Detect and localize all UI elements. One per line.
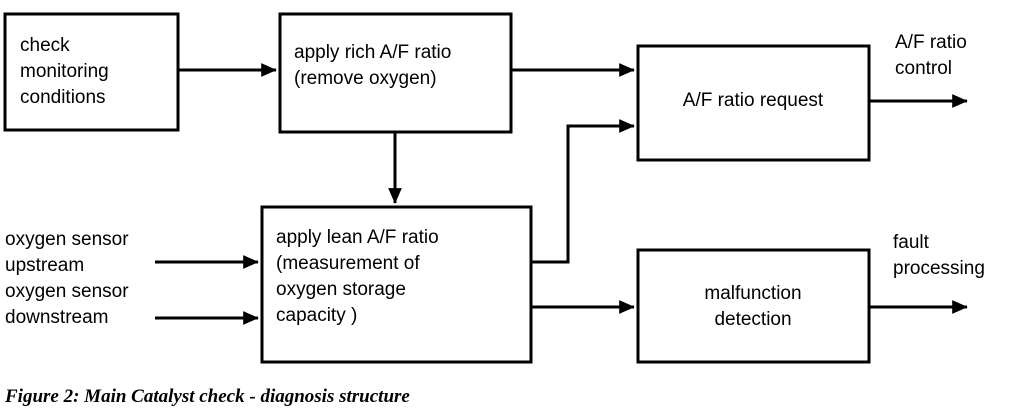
label-oxygen-sensor-downstream-line-1: oxygen sensor [5, 281, 129, 302]
box-apply-lean-line-1: apply lean A/F ratio [276, 227, 439, 248]
box-apply-lean-line-4: capacity ) [276, 305, 357, 326]
box-malfunction-detection-line-1: malfunction [704, 283, 801, 304]
box-check-monitoring-conditions[interactable]: check monitoring conditions [3, 12, 180, 132]
label-oxygen-sensor-upstream-line-2: upstream [5, 255, 84, 276]
label-fault-processing-line-1: fault [893, 232, 930, 253]
box-apply-lean-af-ratio[interactable]: apply lean A/F ratio (measurement of oxy… [260, 205, 533, 364]
connector-apply-lean-to-af-ratio-request [531, 119, 635, 264]
box-malfunction-detection[interactable]: malfunction detection [636, 248, 871, 364]
label-oxygen-sensor-upstream-line-1: oxygen sensor [5, 229, 129, 250]
box-check-monitoring-line-3: conditions [20, 87, 106, 108]
label-fault-processing-line-2: processing [893, 258, 985, 279]
label-fault-processing: fault processing [893, 232, 985, 279]
box-af-ratio-request-label: A/F ratio request [683, 90, 824, 111]
box-apply-rich-line-2: (remove oxygen) [294, 68, 437, 89]
label-oxygen-sensor-downstream: oxygen sensor downstream [5, 281, 129, 328]
box-check-monitoring-line-1: check [20, 35, 70, 56]
box-apply-rich-af-ratio[interactable]: apply rich A/F ratio (remove oxygen) [278, 12, 513, 134]
box-apply-lean-line-3: oxygen storage [276, 279, 406, 300]
label-af-ratio-control: A/F ratio control [895, 32, 967, 79]
box-af-ratio-request[interactable]: A/F ratio request [636, 44, 871, 162]
label-af-ratio-control-line-1: A/F ratio [895, 32, 967, 53]
box-apply-lean-line-2: (measurement of [276, 253, 420, 274]
label-oxygen-sensor-upstream: oxygen sensor upstream [5, 229, 129, 276]
label-oxygen-sensor-downstream-line-2: downstream [5, 307, 109, 328]
box-malfunction-detection-line-2: detection [714, 309, 791, 330]
box-check-monitoring-line-2: monitoring [20, 61, 109, 82]
label-af-ratio-control-line-2: control [895, 58, 952, 79]
figure-caption: Figure 2: Main Catalyst check - diagnosi… [4, 386, 410, 407]
box-apply-rich-line-1: apply rich A/F ratio [294, 42, 451, 63]
